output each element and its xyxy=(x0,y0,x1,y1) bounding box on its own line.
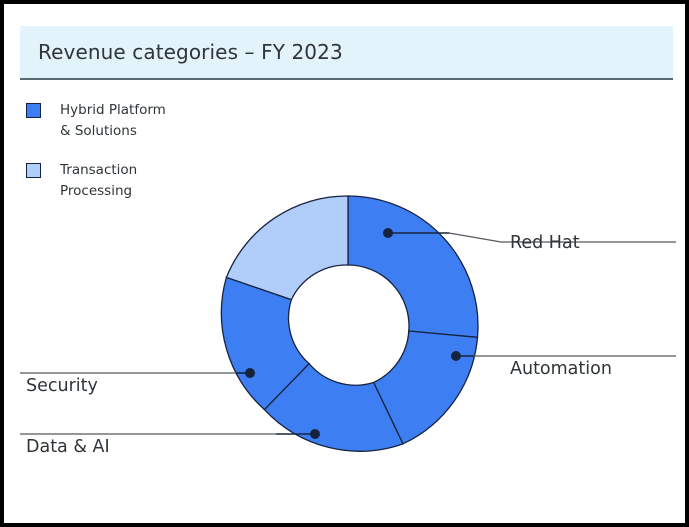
page-title: Revenue categories – FY 2023 xyxy=(38,40,343,64)
slice-data-ai[interactable] xyxy=(263,362,404,452)
slice-security[interactable] xyxy=(220,276,311,411)
legend-item-label: Transaction Processing xyxy=(60,161,138,199)
callout-label-data-ai: Data & AI xyxy=(26,437,110,457)
callout-leader-data-ai xyxy=(20,429,320,439)
legend-swatch-icon xyxy=(26,162,41,178)
donut-chart xyxy=(20,195,676,452)
slice-transaction-processing[interactable] xyxy=(225,195,349,301)
header-divider xyxy=(20,78,673,80)
callout-label-red-hat: Red Hat xyxy=(510,233,580,253)
callout-label-automation: Automation xyxy=(510,359,612,379)
callout-leader-security xyxy=(20,368,255,378)
header-band xyxy=(20,26,673,78)
callout-leader-red-hat xyxy=(383,228,676,243)
legend-item-transaction-processing[interactable]: Transaction Processing xyxy=(26,160,246,202)
callout-leader-automation xyxy=(451,351,676,361)
chart-card: Revenue categories – FY 2023 Hybrid Plat… xyxy=(4,4,685,523)
chart-frame: Revenue categories – FY 2023 Hybrid Plat… xyxy=(4,4,685,523)
legend: Hybrid Platform & Solutions Transaction … xyxy=(26,100,246,220)
legend-item-hybrid-platform[interactable]: Hybrid Platform & Solutions xyxy=(26,100,246,142)
legend-swatch-icon xyxy=(26,103,41,118)
legend-item-label: Hybrid Platform & Solutions xyxy=(60,102,166,139)
slice-red-hat[interactable] xyxy=(347,195,479,339)
callout-label-security: Security xyxy=(26,376,98,396)
